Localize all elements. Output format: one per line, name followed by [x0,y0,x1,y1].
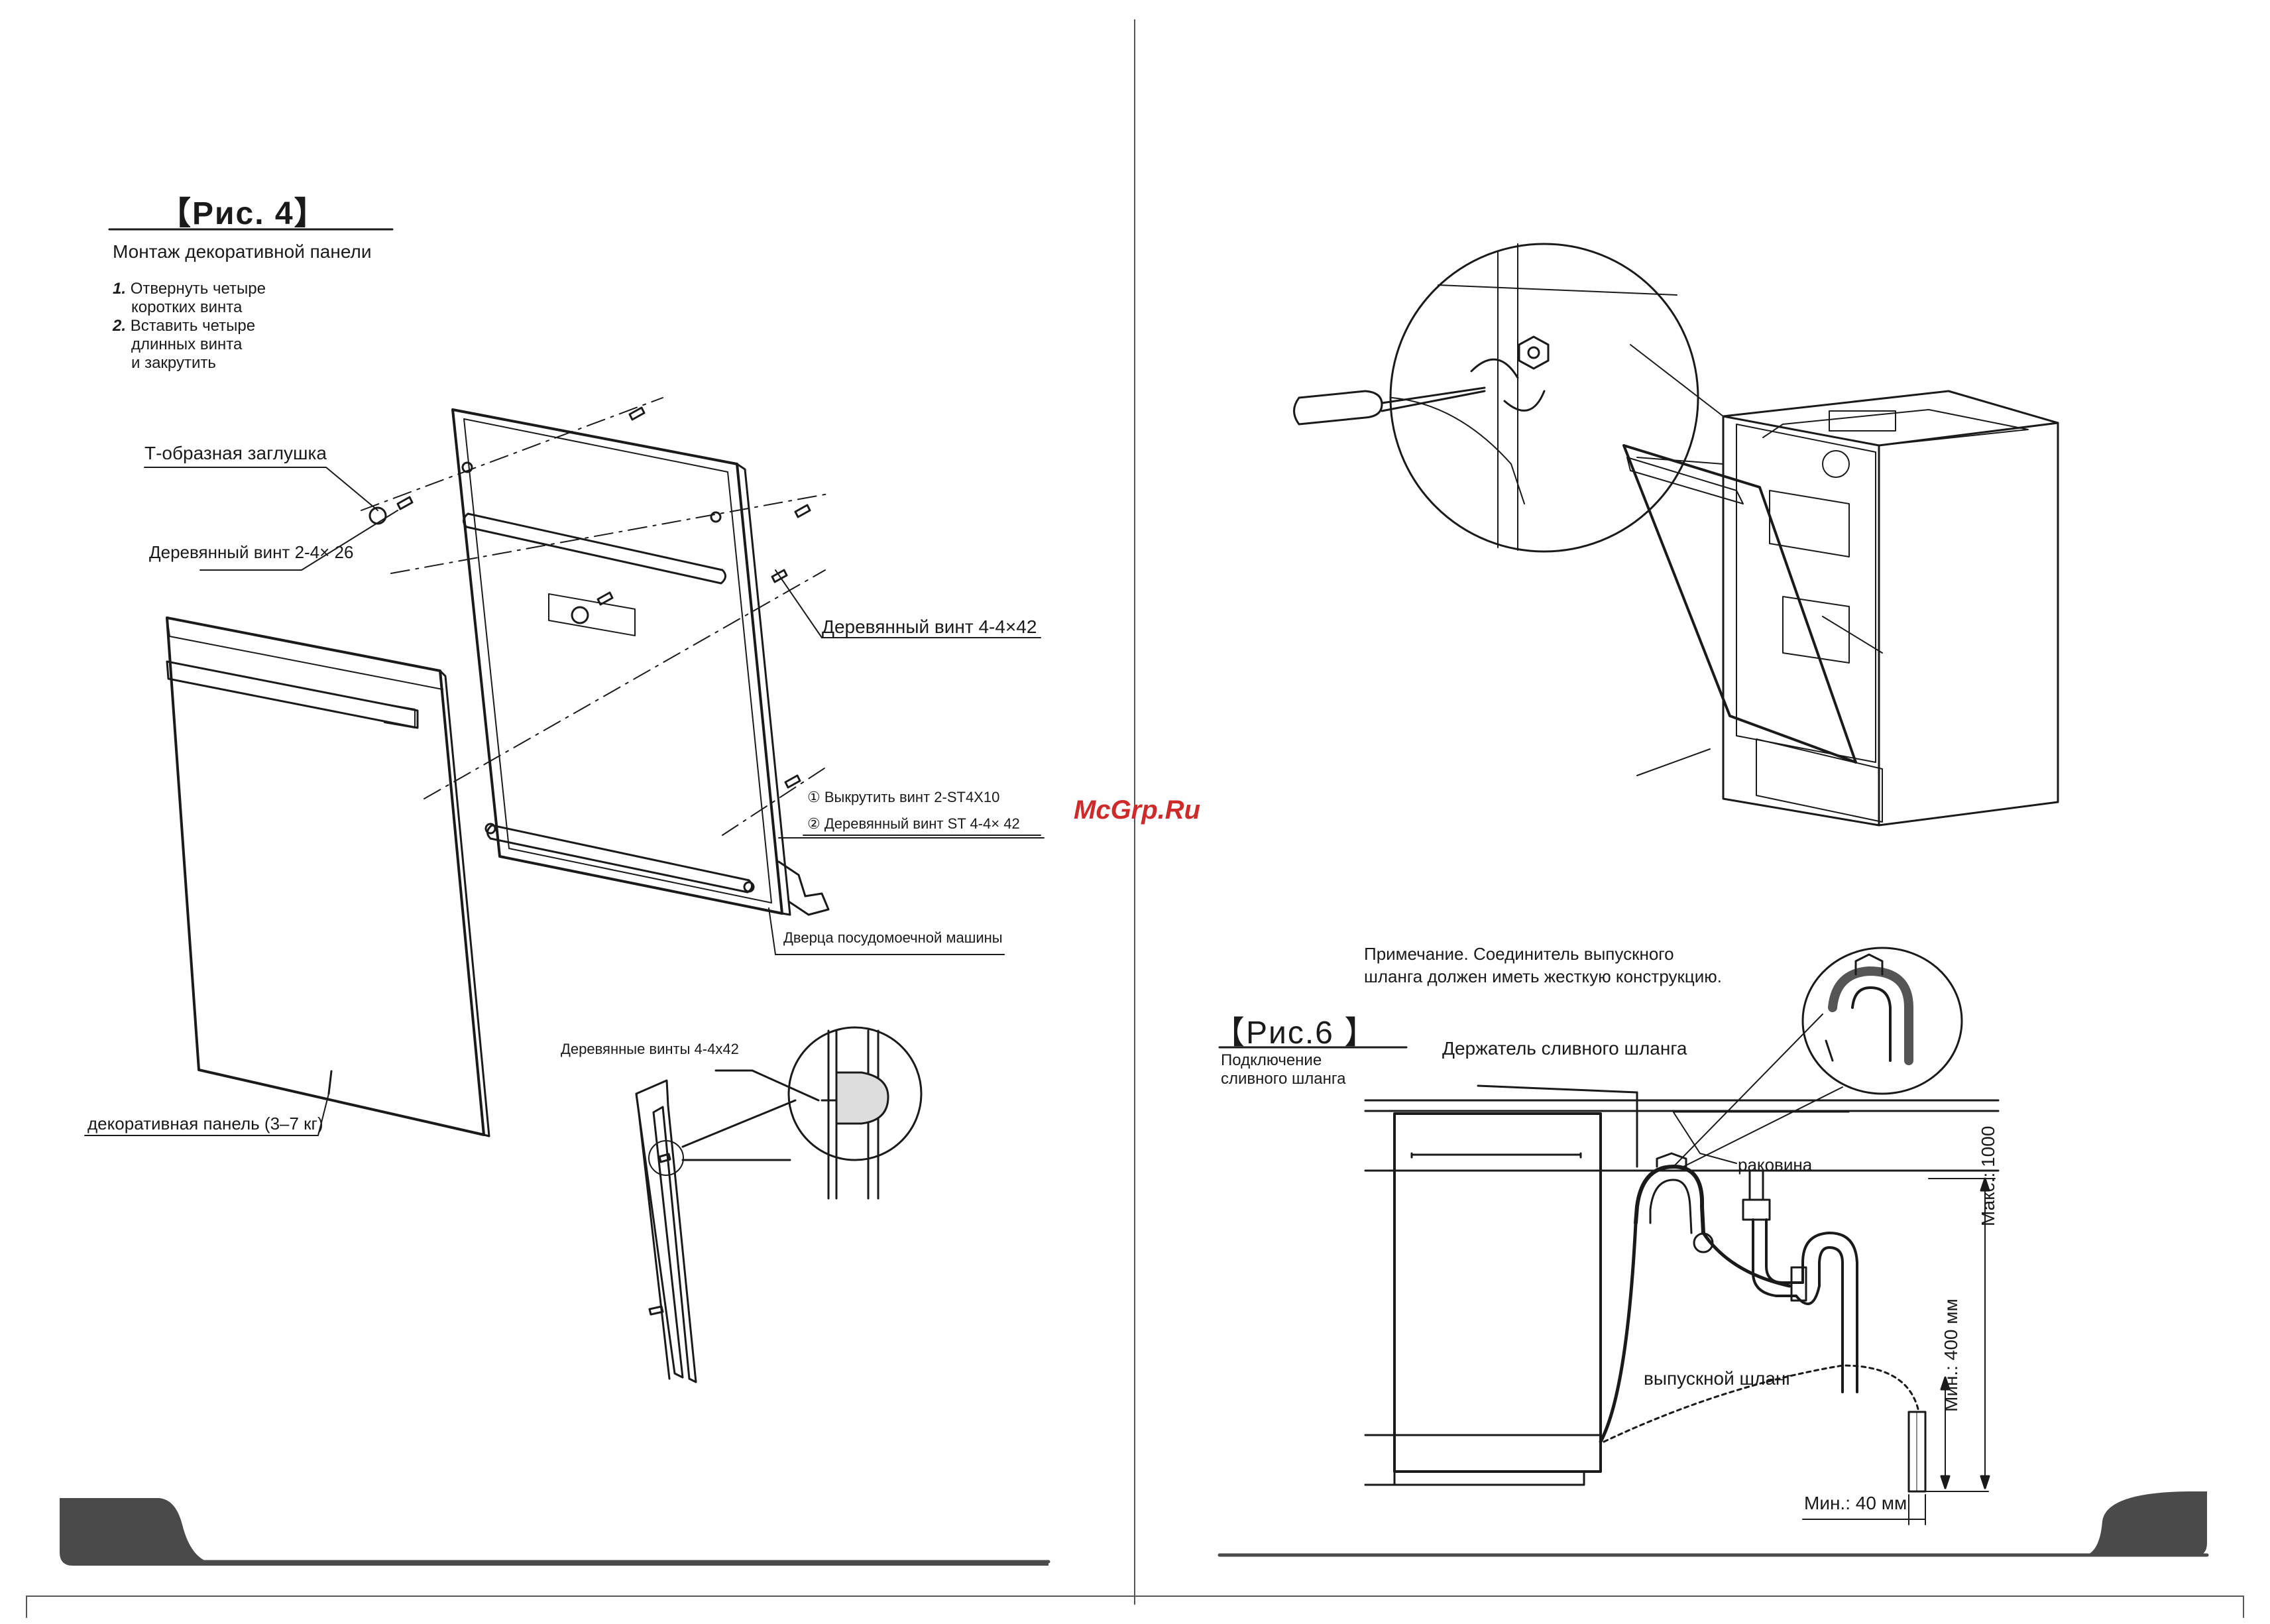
figure-6-subtitle-2: сливного шланга [1221,1070,1346,1088]
label-wood-screw-2-4x26: Деревянный винт 2-4× 26 [149,542,354,562]
step-1-cont: коротких винта [131,298,243,316]
figure-6-title: 【Рис.6 】 [1213,1015,1378,1051]
label-wood-screws-detail: Деревянные винты 4-4x42 [561,1041,739,1057]
drain-hose-diagram [1364,1014,2000,1525]
label-wood-screw-st: ② Деревянный винт ST 4-4× 42 [807,815,1020,832]
label-min-40: Мин.: 40 мм [1804,1493,1907,1513]
label-unscrew: ① Выкрутить винт 2-ST4X10 [807,789,1000,805]
door-section-detail [635,1079,697,1383]
label-decor-panel: декоративная панель (3–7 кг) [87,1114,323,1133]
screw-axis-lines [361,397,829,836]
label-wood-screw-4-4x42: Деревянный винт 4-4×42 [822,616,1037,637]
watermark: McGrp.Ru [1074,795,1201,825]
figure-4-subtitle: Монтаж декоративной панели [113,241,372,262]
label-hose-holder: Держатель сливного шланга [1442,1038,1687,1059]
footer-tab-left [60,1498,1050,1566]
magnified-detail [681,1026,923,1200]
screws [369,406,811,789]
figure-6-subtitle-1: Подключение [1221,1051,1322,1069]
step-2-cont: длинных винта [131,335,243,353]
label-min-400: Мин.: 400 мм [1941,1299,1961,1412]
page-frame [26,19,2244,1618]
note-line-1: Примечание. Соединитель выпускного [1364,944,1674,964]
hose-holder-detail [1801,947,1963,1095]
leader-lines-left [84,467,1045,1136]
label-max-1000: Макс.: 1000 [1978,1126,1998,1226]
footer-tab-right [1218,1491,2209,1557]
step-1: 1. Отвернуть четыре [113,280,266,298]
step-2: 2. Вставить четыре [113,317,256,335]
step-2-cont2: и закрутить [131,354,216,372]
label-drain-hose: выпускной шланг [1644,1368,1793,1389]
label-sink: раковина [1738,1155,1813,1175]
dishwasher-door-drawing [451,408,830,916]
decorative-panel-drawing [166,616,490,1137]
dishwasher-perspective [1622,390,2059,827]
figure-4-title: 【Рис. 4】 [159,196,327,231]
label-t-plug: Т-образная заглушка [144,443,327,463]
note-line-2: шланга должен иметь жесткую конструкцию. [1364,966,1723,986]
magnifier-screwdriver [1293,243,1724,553]
label-dishwasher-door: Дверца посудомоечной машины [783,929,1003,946]
